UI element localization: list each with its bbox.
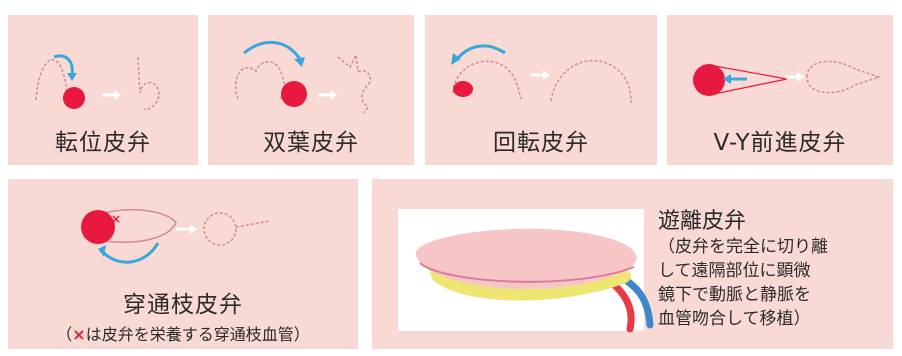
result-arrowhead: [190, 224, 197, 234]
defect-circle: [693, 64, 725, 96]
free-flap-note: （皮弁を完全に切り離 して遠隔部位に顕微 鏡下で動脈と静脈を 血管吻合して移植）: [658, 235, 828, 331]
transposition-flap-card: 転位皮弁: [8, 15, 198, 165]
vy-flap-card: V-Y前進皮弁: [667, 15, 893, 165]
suture-line: [138, 57, 159, 109]
rotation-flap-label: 回転皮弁: [425, 123, 657, 157]
bilobed-flap-card: 双葉皮弁: [208, 15, 414, 165]
perforator-flap-card: × 穿通枝皮弁 （×は皮弁を栄養する穿通枝血管）: [8, 179, 358, 349]
transposition-flap-label: 転位皮弁: [8, 123, 198, 157]
flap-outline: [236, 62, 285, 99]
free-flap-title: 遊離皮弁: [658, 203, 746, 235]
result-arrowhead: [543, 70, 550, 80]
flap-outline: [36, 60, 68, 100]
movement-arrow: [244, 42, 300, 59]
defect-circle: [281, 81, 307, 107]
suture-line: [807, 61, 879, 92]
movement-arrowhead: [294, 57, 305, 67]
defect-circle: [453, 81, 473, 97]
bilobed-flap-label: 双葉皮弁: [208, 123, 414, 157]
note-open: （: [56, 325, 72, 344]
note-line: 血管吻合して移植）: [658, 307, 828, 331]
defect-circle: [63, 87, 85, 109]
perforator-flap-label: 穿通枝皮弁: [8, 285, 358, 319]
note-line: （皮弁を完全に切り離: [658, 235, 828, 259]
perforator-mark-legend: ×: [72, 325, 85, 344]
movement-arrow: [102, 243, 158, 262]
suture-line: [338, 55, 370, 113]
free-flap-card: 遊離皮弁 （皮弁を完全に切り離 して遠隔部位に顕微 鏡下で動脈と静脈を 血管吻合…: [372, 179, 893, 349]
suture-circle: [204, 213, 236, 245]
result-arrowhead: [330, 90, 337, 100]
movement-arrowhead: [67, 73, 77, 81]
result-arrowhead: [114, 90, 121, 100]
result-arrowhead: [797, 72, 804, 82]
perforator-flap-note: （×は皮弁を栄養する穿通枝血管）: [8, 321, 358, 345]
defect-circle: [81, 210, 115, 244]
vy-flap-label: V-Y前進皮弁: [667, 123, 893, 157]
movement-arrow: [54, 56, 72, 75]
note-line: 鏡下で動脈と静脈を: [658, 283, 828, 307]
rotation-flap-card: 回転皮弁: [425, 15, 657, 165]
suture-line: [551, 61, 631, 103]
suture-line: [236, 221, 270, 227]
note-text: は皮弁を栄養する穿通枝血管）: [86, 325, 310, 344]
perforator-mark: ×: [111, 212, 121, 226]
note-line: して遠隔部位に顕微: [658, 259, 828, 283]
movement-arrow: [457, 46, 505, 59]
